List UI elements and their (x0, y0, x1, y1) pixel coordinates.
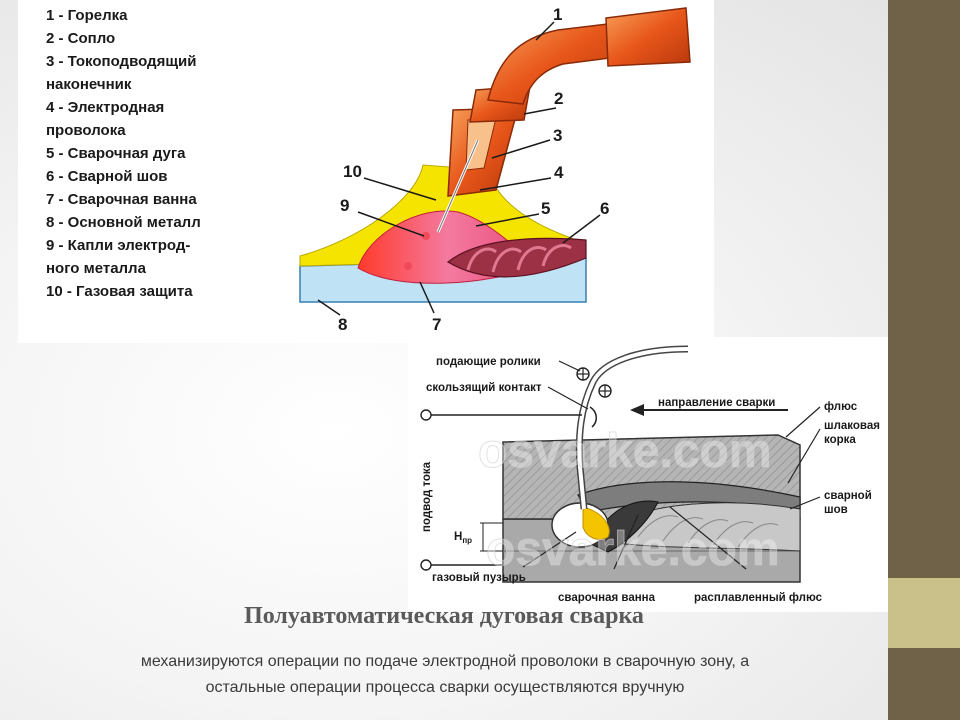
saw-diagram-panel: подающие ролики скользящий контакт напра… (408, 337, 888, 612)
torch-illustration: 1 2 3 4 5 6 7 8 9 10 (299, 5, 691, 334)
label-seam-2: шов (824, 504, 848, 516)
label-sliding-contact: скользящий контакт (426, 382, 542, 394)
legend-item: проволока (46, 122, 126, 139)
label-weld-pool: сварочная ванна (558, 592, 656, 604)
arc-shape (582, 506, 610, 540)
legend-item: 2 - Сопло (46, 30, 116, 47)
callout-10: 10 (343, 162, 362, 181)
terminal-bottom (420, 559, 432, 571)
label-seam-1: сварной (824, 490, 872, 502)
label-gas-bubble: газовый пузырь (432, 572, 526, 584)
legend-item: 9 - Капли электрод- (46, 237, 191, 254)
label-slag-1: шлаковая (824, 420, 880, 432)
legend-item: 1 - Горелка (46, 7, 128, 24)
callout-9: 9 (340, 196, 349, 215)
torch-diagram-panel: 1 - Горелка 2 - Сопло 3 - Токоподводящий… (18, 0, 714, 343)
torch-legend: 1 - Горелка 2 - Сопло 3 - Токоподводящий… (46, 4, 201, 303)
torch-body-shape (487, 23, 611, 105)
watermark-text: osvarke.com (478, 425, 772, 478)
legend-item: 10 - Газовая защита (46, 283, 193, 300)
callout-4: 4 (554, 163, 564, 182)
label-h: Hпр (454, 531, 472, 545)
legend-item: 5 - Сварочная дуга (46, 145, 186, 162)
legend-item: ного металла (46, 260, 146, 277)
slide-description: механизируются операции по подаче электр… (40, 649, 850, 701)
callout-2: 2 (554, 89, 563, 108)
label-slag-2: корка (824, 434, 856, 446)
droplet-shape (422, 232, 430, 240)
legend-item: 3 - Токоподводящий (46, 53, 197, 70)
label-rollers: подающие ролики (436, 356, 541, 368)
saw-illustration: подающие ролики скользящий контакт напра… (420, 345, 880, 604)
callout-7: 7 (432, 315, 441, 334)
label-direction: направление сварки (658, 397, 775, 409)
description-line: остальные операции процесса сварки осуще… (205, 679, 685, 696)
callout-6: 6 (600, 199, 609, 218)
legend-item: 4 - Электродная (46, 99, 165, 116)
legend-item: 7 - Сварочная ванна (46, 191, 197, 208)
callout-5: 5 (541, 199, 550, 218)
decorative-sidebar-band (888, 578, 960, 648)
sliding-contact (589, 406, 597, 428)
legend-item: наконечник (46, 76, 132, 93)
label-flux: флюс (824, 401, 858, 413)
slide-title: Полуавтоматическая дуговая сварка (244, 603, 644, 629)
droplet-shape (404, 262, 412, 270)
legend-item: 6 - Сварной шов (46, 168, 168, 185)
callout-8: 8 (338, 315, 347, 334)
weld-seam-shape (446, 237, 587, 278)
label-molten-flux: расплавленный флюс (694, 592, 823, 604)
callout-1: 1 (553, 5, 562, 24)
weld-seam-shape-saw (607, 502, 801, 552)
label-current-supply: подвод тока (421, 461, 433, 532)
terminal-top (420, 409, 432, 421)
description-line: механизируются операции по подаче электр… (140, 653, 750, 670)
watermark-text: osvarke.com (486, 523, 780, 576)
callout-3: 3 (553, 126, 562, 145)
legend-item: 8 - Основной металл (46, 214, 201, 231)
